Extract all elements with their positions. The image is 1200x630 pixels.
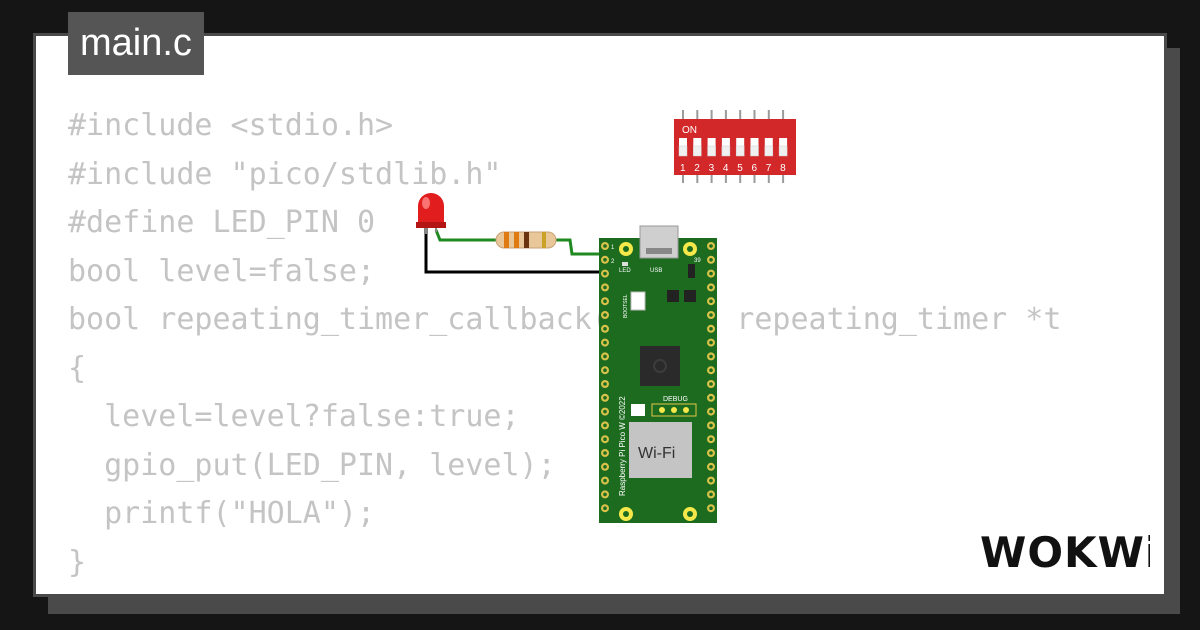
led-wire: [434, 229, 498, 242]
code-line: level=level?false:true;: [68, 399, 520, 434]
pin-39-label: 39: [694, 258, 701, 264]
code-line: {: [68, 350, 87, 386]
bootsel-label: BOOTSEL: [623, 294, 629, 318]
wifi-module: [629, 422, 692, 478]
code-line: #define LED_PIN 0: [68, 205, 376, 240]
code-line: gpio_put(LED_PIN, level);: [68, 447, 556, 483]
code-line: #include <stdio.h>: [68, 108, 394, 143]
dip-number: 6: [752, 163, 758, 174]
code-line: }: [68, 544, 87, 580]
dip-number: 2: [694, 163, 700, 174]
dip-on-label: ON: [682, 125, 697, 136]
resistor: [495, 231, 557, 249]
dip-number: 5: [737, 163, 743, 174]
dip-number: 3: [709, 163, 715, 174]
pin-2-label: 2: [611, 259, 615, 265]
wokwi-logo-text: WOKWi: [980, 528, 1150, 574]
debug-label: DEBUG: [663, 396, 688, 403]
usb-label: USB: [650, 268, 662, 274]
dip-number: 4: [723, 163, 729, 174]
resistor-wire: [556, 238, 610, 256]
code-line: printf("HOLA");: [68, 496, 376, 531]
bootsel-button: [630, 291, 646, 311]
wifi-label: Wi-Fi: [638, 445, 675, 462]
code-line: #include "pico/stdlib.h": [68, 156, 502, 192]
dip-number: 8: [780, 163, 786, 174]
ground-wire: [424, 228, 610, 274]
wokwi-logo: WOKWi: [980, 528, 1150, 574]
dip-number: 1: [680, 163, 686, 174]
red-led: [416, 193, 446, 234]
code-line: bool level=false;: [68, 253, 376, 289]
dip-number: 7: [766, 163, 772, 174]
pico-w-board: USB LED 1 2 39 BOOTSEL DEBUG Wi-Fi Raspb…: [599, 225, 717, 523]
rp2040-chip: [640, 346, 680, 386]
pin-1-label: 1: [611, 245, 615, 251]
board-silkscreen: Raspberry Pi Pico W ©2022: [618, 396, 627, 496]
file-tab: main.c: [68, 12, 204, 75]
led-label: LED: [619, 268, 631, 274]
